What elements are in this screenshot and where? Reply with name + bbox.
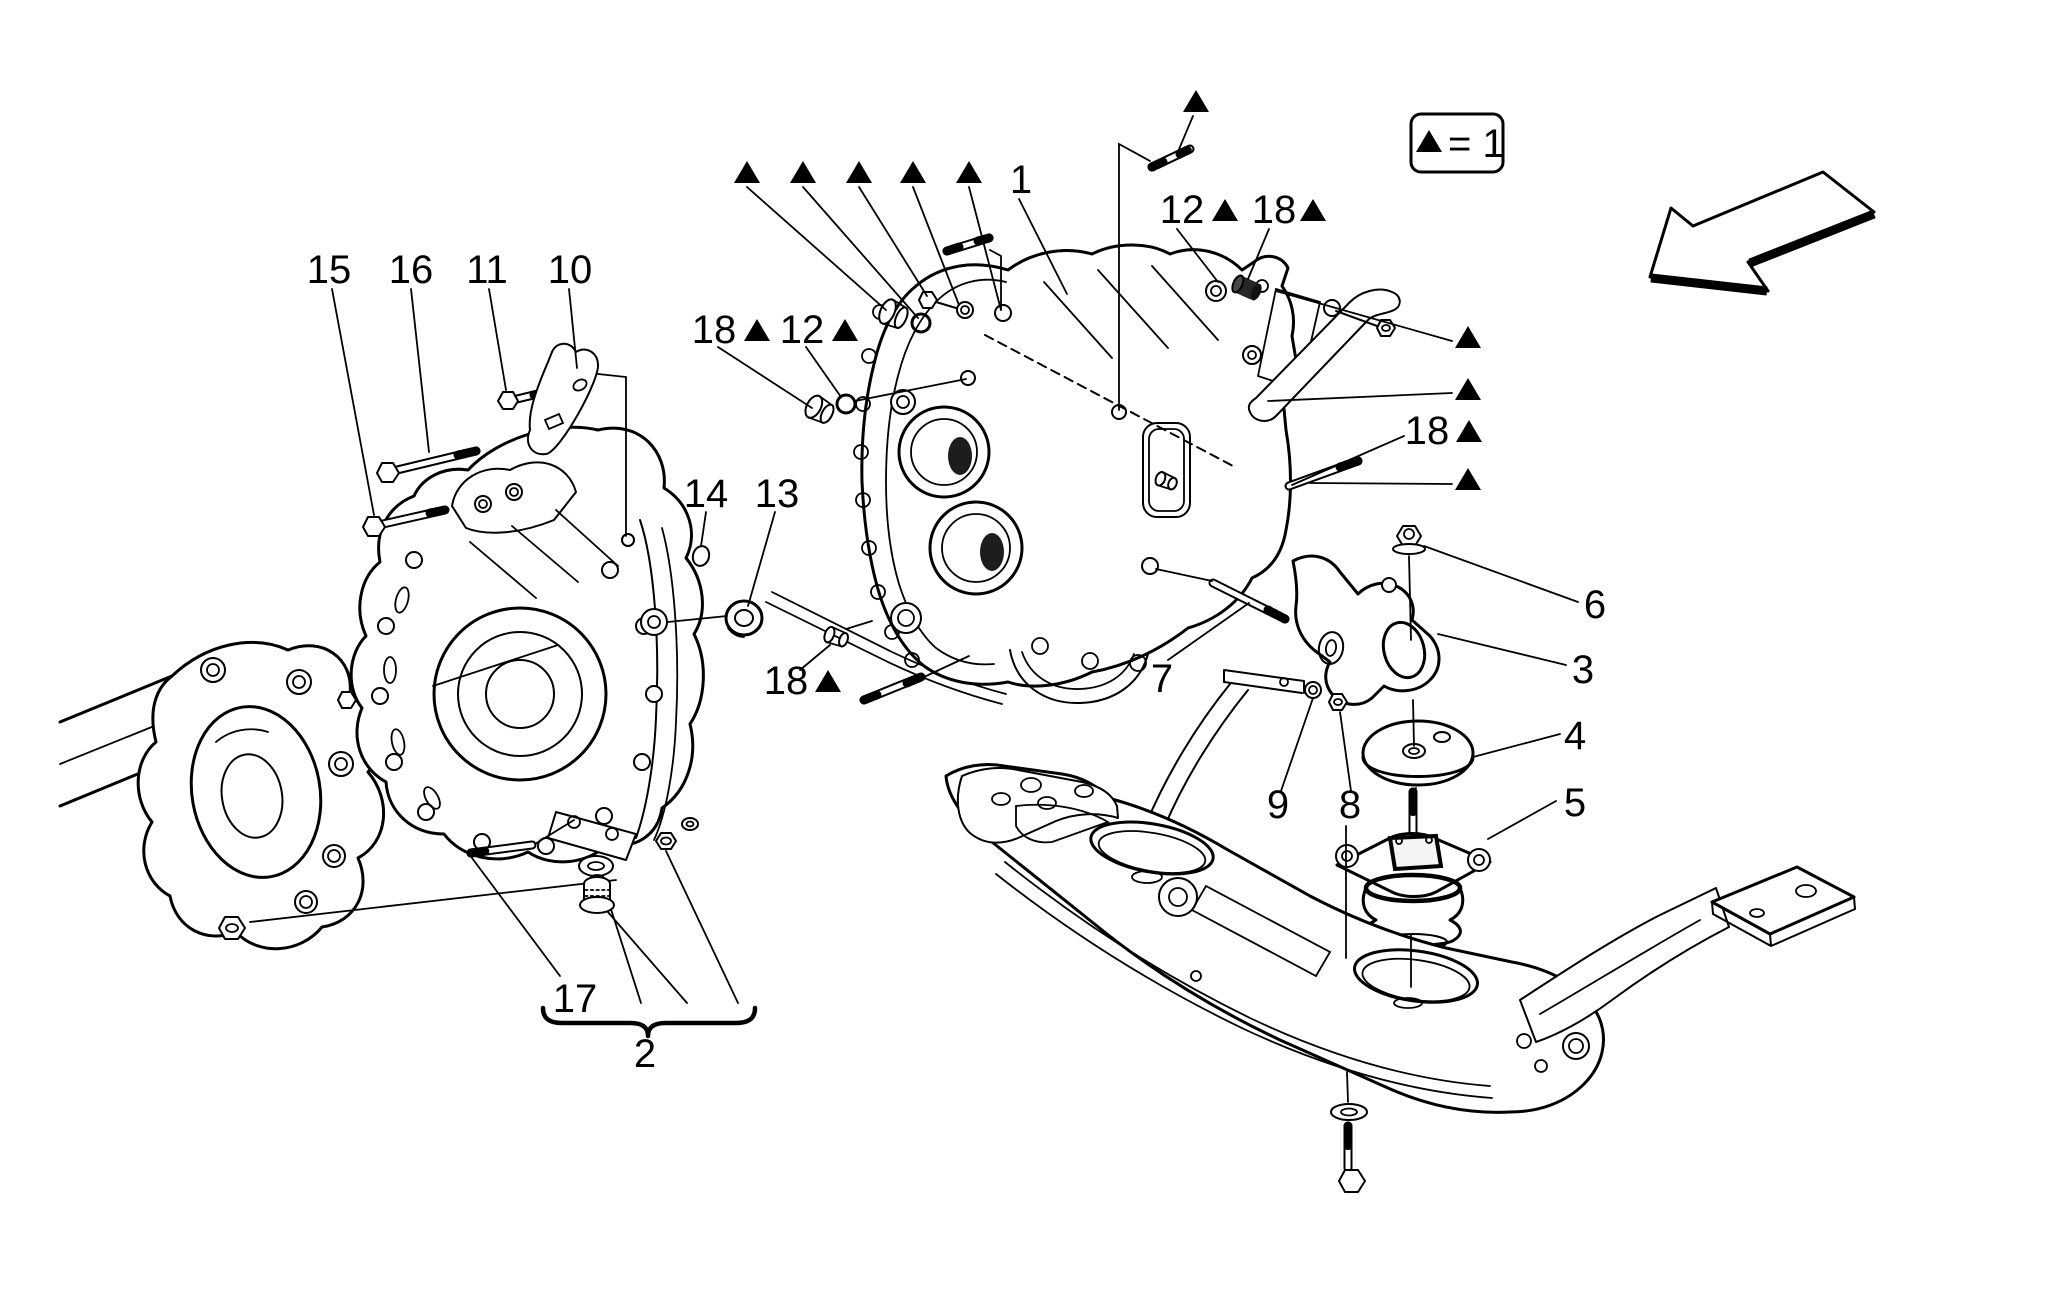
- triangle-marker-icon: [1212, 199, 1238, 221]
- callout-18-mid: 18: [764, 659, 809, 703]
- triangle-marker-icon: [790, 161, 816, 183]
- callout-14: 14: [684, 472, 729, 516]
- seal-13: [724, 599, 764, 638]
- callout-8: 8: [1339, 783, 1361, 827]
- support-bracket: [1145, 669, 1305, 829]
- callout-4: 4: [1564, 714, 1586, 758]
- callout-18-right: 18: [1405, 409, 1450, 453]
- callout-12-left: 12: [780, 308, 825, 352]
- leader-lines: [249, 115, 1579, 1004]
- legend-text: = 1: [1448, 122, 1505, 166]
- legend: = 1: [1409, 112, 1505, 174]
- breather-plug: [878, 298, 909, 329]
- gearbox-side-cover: [349, 425, 705, 864]
- drain-seal-washer: [578, 855, 614, 877]
- callout-13: 13: [755, 472, 800, 516]
- triangle-marker-icon: [1183, 90, 1209, 112]
- callout-3: 3: [1572, 648, 1594, 692]
- brace-2: [540, 1005, 758, 1039]
- triangle-marker-icon: [1416, 130, 1442, 152]
- triangle-marker-icon: [956, 161, 982, 183]
- legend-box: [1409, 112, 1505, 174]
- triangle-marker-icon: [900, 161, 926, 183]
- triangle-marker-icon: [1455, 326, 1481, 348]
- housing-plug: [1154, 471, 1178, 491]
- washer-12-top: [1205, 280, 1227, 302]
- stud-7: [1208, 578, 1290, 624]
- callout-18-left: 18: [692, 308, 737, 352]
- flange-nut: [218, 916, 246, 940]
- axle-shaft-flange: [58, 641, 386, 951]
- drain-plug: [579, 874, 615, 914]
- mount-bracket-3: [1291, 554, 1441, 706]
- bushing-18-mid: [823, 625, 849, 648]
- bracket-10: [527, 342, 600, 456]
- callout-7: 7: [1151, 657, 1173, 701]
- triangle-marker-icon: [1455, 378, 1481, 400]
- triangle-marker-icon: [1300, 199, 1326, 221]
- triangle-marker-icon: [734, 161, 760, 183]
- triangle-marker-icon: [744, 319, 770, 341]
- snap-ring-12-left: [835, 393, 857, 415]
- linkage-rail: [1247, 288, 1401, 422]
- bolt-16: [376, 446, 481, 483]
- callout-1: 1: [1010, 158, 1032, 202]
- triangle-marker-icon: [1455, 468, 1481, 490]
- callout-16: 16: [389, 248, 434, 292]
- bushing-18-top: [1231, 274, 1262, 301]
- callout-6: 6: [1584, 583, 1606, 627]
- stud-lower-left: [466, 840, 537, 858]
- cover-nut-washer: [655, 817, 699, 850]
- callout-18-top: 18: [1252, 188, 1297, 232]
- mount-disc-4: [1361, 719, 1475, 787]
- triangle-marker-icon: [815, 670, 841, 692]
- bolt-15: [362, 505, 450, 537]
- small-bolt-top: [918, 291, 974, 319]
- stud-top-right: [1147, 144, 1195, 172]
- stud-bottom-center: [859, 672, 926, 705]
- callout-2: 2: [634, 1032, 656, 1076]
- washer-9: [1304, 681, 1322, 699]
- direction-arrow-icon: [1648, 170, 1876, 296]
- callouts: 15 16 11 10 1 12 18 18 12 14 13 18 18 7 …: [307, 90, 1606, 1076]
- callout-5: 5: [1564, 781, 1586, 825]
- subframe-crossmember: [944, 762, 1856, 1114]
- engine-mount-5: [1335, 787, 1492, 951]
- callout-15: 15: [307, 248, 352, 292]
- triangle-marker-icon: [846, 161, 872, 183]
- plug-18-left: [804, 394, 835, 424]
- assembly-axis-lines: [1408, 555, 1417, 988]
- triangle-marker-icon: [832, 319, 858, 341]
- oring-14: [691, 545, 711, 567]
- callout-10: 10: [548, 248, 593, 292]
- callout-9: 9: [1267, 783, 1289, 827]
- callout-12-top: 12: [1160, 188, 1205, 232]
- callout-17: 17: [553, 977, 598, 1021]
- subframe-bolt: [1330, 825, 1368, 1193]
- callout-11: 11: [466, 248, 508, 292]
- snap-ring-top: [910, 312, 932, 334]
- mount-nut-6: [1392, 525, 1426, 555]
- nut-8: [1328, 693, 1348, 711]
- triangle-marker-icon: [1456, 420, 1482, 442]
